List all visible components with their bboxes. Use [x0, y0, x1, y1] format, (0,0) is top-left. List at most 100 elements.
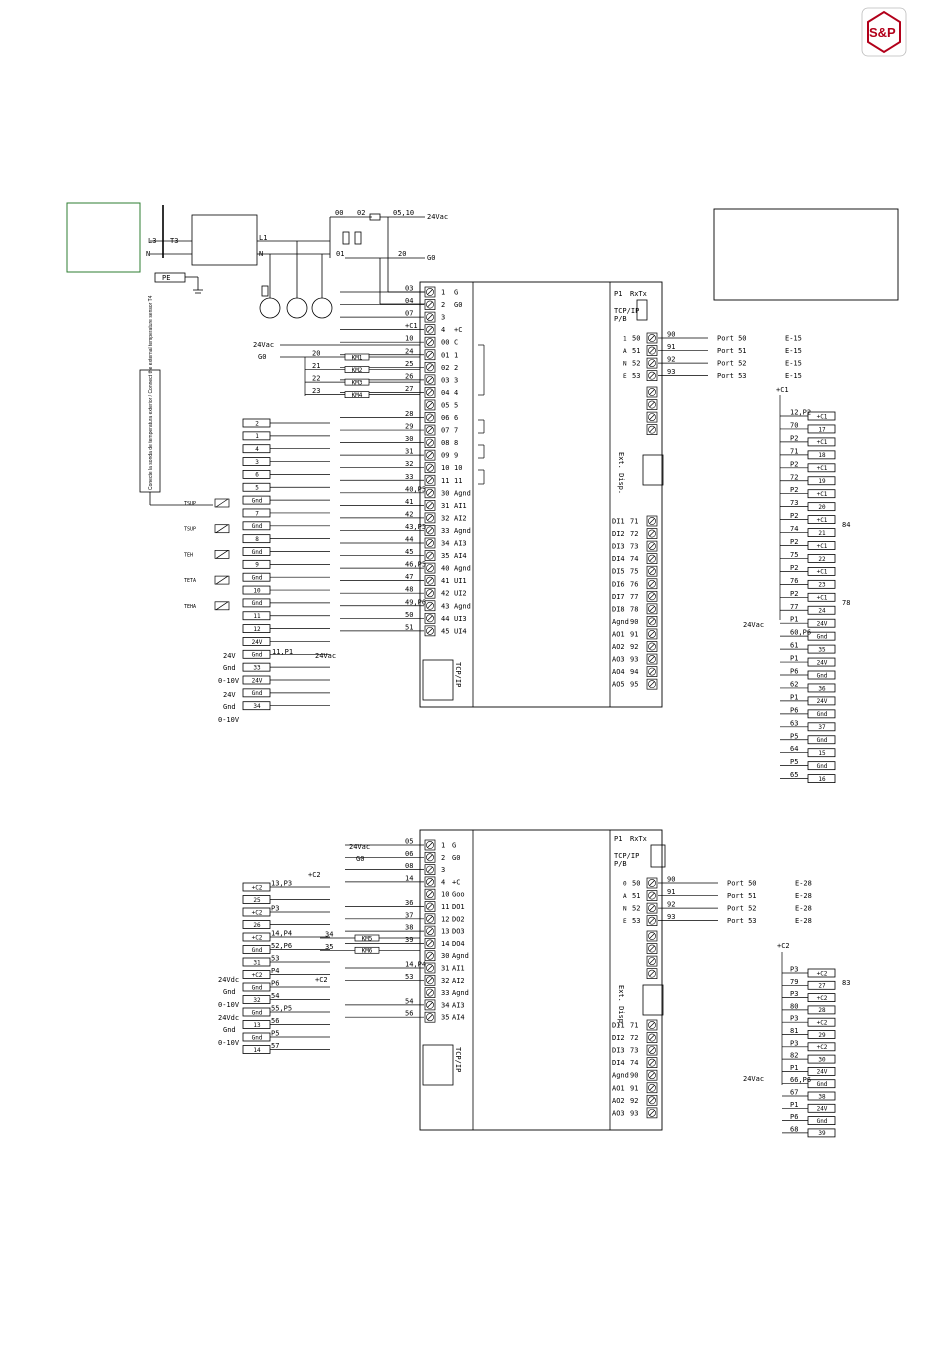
c1-left-num: 02 [441, 364, 449, 372]
screw-head [648, 932, 656, 940]
c2-left-label: Agnd [452, 952, 469, 960]
c1-left-wire: 25 [405, 360, 413, 368]
screw-head [648, 1096, 656, 1105]
sig-24v: 24V [223, 652, 236, 660]
screw-slot [427, 364, 433, 371]
c2-ext-wire: 67 [790, 1089, 798, 1097]
c1-left-label: 2 [454, 364, 458, 372]
c1-ext-label: 15 [818, 750, 826, 757]
c1-ext-wire: 64 [790, 745, 798, 753]
screw-head [648, 529, 656, 538]
c1-ext-wire: P1 [790, 693, 798, 701]
screw-slot [427, 414, 433, 421]
relay-coil [344, 378, 370, 386]
sig-p1: 11,P1 [272, 648, 293, 656]
c1-ext-label: Gnd [817, 711, 828, 718]
c1-left-label: 7 [454, 427, 458, 435]
c1-left-wire: 45 [405, 548, 413, 556]
c1-left-num: 34 [441, 540, 449, 548]
c1-ext-wire: 63 [790, 719, 798, 727]
c1-input-label: 5 [255, 485, 259, 492]
screw-head [648, 957, 656, 965]
c2-ext-label: +C2 [817, 1020, 828, 1027]
screw-slot [649, 1047, 655, 1053]
screw-head [426, 325, 434, 334]
screw-slot [427, 577, 433, 584]
c1-left-num: 43 [441, 602, 449, 610]
c1-input-label: 8 [255, 536, 259, 543]
c1-left-num: 11 [441, 477, 449, 485]
screw-slot [649, 606, 655, 612]
screw-head [648, 592, 656, 601]
c1-input-label: 7 [255, 510, 259, 517]
c2-port-e: E-28 [795, 905, 812, 913]
screw-slot [427, 603, 433, 609]
relay-label: KM1 [352, 354, 363, 361]
c1-left-num: 44 [441, 615, 449, 623]
c1-left-wire: 27 [405, 385, 413, 393]
c2-tcpip: TCP/IP [454, 1047, 462, 1072]
c2-left-label: G0 [452, 854, 460, 862]
c1-left-wire: 31 [405, 448, 413, 456]
c1-left-num: 10 [441, 464, 449, 472]
sig2-c2: +C2 [315, 976, 328, 984]
screw-slot [427, 540, 433, 546]
t3-label: T3 [170, 237, 178, 245]
screw-head [648, 969, 656, 978]
neutral-label: N [146, 250, 150, 258]
screw-slot [649, 656, 655, 662]
c1-right-label: AO2 [612, 643, 625, 651]
screw-slot [649, 880, 655, 886]
c1-right-label: AO4 [612, 668, 625, 676]
relay-coil [354, 946, 380, 954]
c1-ext-label: 22 [818, 556, 826, 563]
screw-head [426, 313, 434, 321]
screw-slot [427, 615, 433, 622]
screw-head [648, 916, 656, 925]
screw-slot [649, 668, 655, 675]
screw-head [648, 891, 656, 900]
c1-left-num: 08 [441, 439, 449, 447]
c2-ext-wire: P1 [790, 1101, 798, 1109]
c1-left-num: 4 [441, 326, 445, 334]
screw-slot [649, 593, 655, 600]
c1-input-label: Gnd [252, 575, 263, 582]
screw-slot [649, 401, 655, 408]
c2-left-wire: 54 [405, 997, 413, 1005]
c2-left-num: 3 [441, 866, 445, 874]
c2-port-num: 52 [632, 905, 640, 913]
c1-right-label: DI5 [612, 568, 625, 576]
sensor-label: TETA [184, 578, 196, 584]
c2-left-label: DO4 [452, 940, 465, 948]
screw-head [426, 300, 434, 309]
c2-left-wire: 38 [405, 924, 413, 932]
outg0-wire: 20 [398, 250, 406, 258]
screw-slot [427, 989, 433, 996]
c1-left-label: UI3 [454, 615, 467, 623]
c2-ext-c2: +C2 [777, 942, 790, 950]
c1-input-label: Gnd [252, 600, 263, 607]
c1-ext-wire: P2 [790, 512, 798, 520]
c2-left-wire: 14,P4 [405, 961, 426, 969]
screw-head [426, 539, 434, 547]
out24-wire: 05,10 [393, 209, 414, 217]
c1-ext-label: +C1 [817, 595, 828, 602]
c2-right-label: AO1 [612, 1084, 625, 1092]
c1-right-num: 76 [630, 580, 638, 588]
c1-port-label: Port 52 [717, 360, 747, 368]
screw-slot [427, 389, 433, 396]
screw-head [426, 375, 434, 384]
screw-head [426, 350, 434, 359]
screw-slot [649, 426, 655, 433]
c1-input-label: 1 [255, 433, 259, 440]
comm-rxtx: RxTx [630, 290, 647, 298]
c2-ext-label: Gnd [817, 1081, 828, 1088]
c1-ext-wire: 62 [790, 680, 798, 688]
c1-ext-label: +C1 [817, 413, 828, 420]
c2-left-label: AI3 [452, 1001, 465, 1009]
sig2-gnd: Gnd [223, 988, 236, 996]
c1-ext-wire: 70 [790, 421, 798, 429]
screw-head [648, 944, 656, 953]
relay-wire: 20 [312, 350, 320, 358]
screw-slot [427, 552, 433, 559]
